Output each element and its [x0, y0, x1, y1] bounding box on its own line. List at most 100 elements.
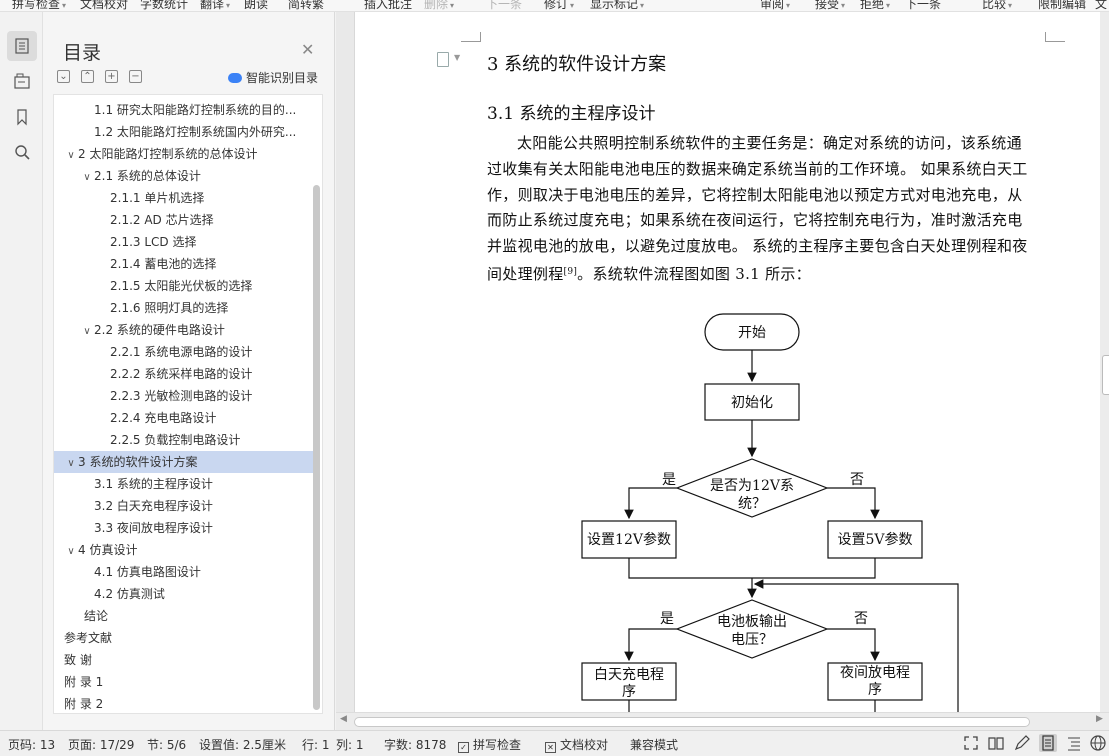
toc-item[interactable]: 2.1.1 单片机选择 [54, 187, 316, 209]
side-tab-handle[interactable] [1102, 355, 1109, 395]
flow-set5-text: 设置5V参数 [837, 531, 912, 548]
toolbar-button[interactable]: 限制编辑 [1038, 0, 1086, 11]
toc-item[interactable]: ∨2.1 系统的总体设计 [54, 165, 316, 187]
paragraph-text: 间处理例程 [487, 264, 564, 283]
toolbar-button[interactable]: 插入批注 [364, 0, 413, 11]
expand-toggle-icon[interactable]: ∨ [83, 172, 91, 183]
toc-item[interactable]: 附 录 2 [54, 693, 316, 713]
toc-scrollbar[interactable] [313, 185, 320, 710]
status-col[interactable]: 列: 1 [336, 738, 364, 752]
doccheck-button[interactable]: ✕文档校对 [545, 736, 608, 753]
toc-item[interactable]: 2.2.1 系统电源电路的设计 [54, 341, 316, 363]
page-view-icon[interactable] [1039, 734, 1057, 752]
toolbar-button[interactable]: 拒绝▾ [860, 0, 891, 11]
close-icon[interactable]: ✕ [301, 40, 315, 59]
status-page-code[interactable]: 页码: 13 [8, 738, 56, 752]
toolbar-button[interactable]: 修订▾ [544, 0, 574, 11]
expand-toggle-icon[interactable]: ∨ [67, 546, 75, 557]
toolbar-button[interactable]: 朗读 [244, 0, 268, 11]
status-setting[interactable]: 设置值: 2.5厘米 [199, 738, 286, 752]
crop-mark [1045, 32, 1065, 42]
toc-item[interactable]: 3.1 系统的主程序设计 [54, 473, 316, 495]
toc-item[interactable]: 致 谢 [54, 649, 316, 671]
toc-item[interactable]: 1.1 研究太阳能路灯控制系统的目的... [54, 99, 316, 121]
toolbar-button[interactable]: 文档校对 [80, 0, 129, 11]
toc-item-label: 4.2 仿真测试 [94, 587, 165, 601]
smart-toc-button[interactable]: 智能识别目录 [228, 69, 318, 86]
toc-item[interactable]: 2.1.5 太阳能光伏板的选择 [54, 275, 316, 297]
spellcheck-button[interactable]: ✓拼写检查 [458, 736, 521, 753]
citation[interactable]: [9] [563, 266, 578, 277]
expand-toggle-icon[interactable]: ∨ [67, 458, 75, 469]
web-view-icon[interactable] [1089, 734, 1107, 752]
toc-item-label: 2.2.3 光敏检测电路的设计 [110, 389, 253, 403]
pen-icon[interactable] [1013, 734, 1031, 752]
toolbar-button[interactable]: 翻译▾ [200, 0, 230, 11]
status-section[interactable]: 节: 5/6 [147, 738, 187, 752]
toolbar-button[interactable]: 下一条 [486, 0, 522, 11]
toolbar-button[interactable]: 字数统计 [140, 0, 188, 11]
document-page[interactable]: ▼ 3 系统的软件设计方案 3.1 系统的主程序设计 太阳能公共照明控制系统软件… [354, 12, 1100, 712]
toc-item[interactable]: 4.1 仿真电路图设计 [54, 561, 316, 583]
status-page[interactable]: 页面: 17/29 [68, 738, 135, 752]
toc-item[interactable]: 4.2 仿真测试 [54, 583, 316, 605]
toc-item[interactable]: 2.1.6 照明灯具的选择 [54, 297, 316, 319]
scroll-right-icon[interactable]: ▶ [1096, 714, 1103, 724]
toc-item[interactable]: 2.2.4 充电电路设计 [54, 407, 316, 429]
expand-toggle-icon[interactable]: ∨ [67, 150, 75, 161]
toolbar-button-label: 插入批注 [364, 0, 413, 11]
flow-set12-text: 设置12V参数 [587, 531, 671, 548]
toc-item[interactable]: 2.2.2 系统采样电路的设计 [54, 363, 316, 385]
bookmark-icon[interactable] [7, 102, 37, 132]
doc-check-icon: ✕ [545, 742, 556, 753]
toc-item[interactable]: ∨2 太阳能路灯控制系统的总体设计 [54, 143, 316, 165]
status-wordcount[interactable]: 字数: 8178 [384, 738, 447, 752]
read-mode-icon[interactable] [987, 734, 1005, 752]
outline-view-icon[interactable] [1065, 734, 1083, 752]
chevron-down-icon: ▾ [886, 1, 891, 10]
toc-item[interactable]: ∨3 系统的软件设计方案 [54, 451, 316, 473]
toolbar-button[interactable]: 接受▾ [815, 0, 845, 11]
chevron-down-icon[interactable]: ▼ [454, 53, 461, 62]
toolbar-button[interactable]: 比较▾ [982, 0, 1012, 11]
toc-item[interactable]: 3.2 白天充电程序设计 [54, 495, 316, 517]
flow-merge-line [628, 558, 876, 579]
toolbar-button[interactable]: 文 [1095, 0, 1108, 11]
toolbar-button[interactable]: 简转繁 [288, 0, 324, 11]
nav-pane-icon[interactable] [7, 66, 37, 96]
toolbar-button-label: 修订 [544, 0, 569, 11]
toc-item[interactable]: 2.1.2 AD 芯片选择 [54, 209, 316, 231]
toc-item[interactable]: 3.3 夜间放电程序设计 [54, 517, 316, 539]
status-row[interactable]: 行: 1 [302, 738, 330, 752]
toolbar-button[interactable]: 删除▾ [424, 0, 454, 11]
expand-toggle-icon[interactable]: ∨ [83, 326, 91, 337]
toc-item[interactable]: 2.1.3 LCD 选择 [54, 231, 316, 253]
toc-icon[interactable] [7, 31, 37, 61]
toc-item[interactable]: 2.1.4 蓄电池的选择 [54, 253, 316, 275]
toc-item[interactable]: 2.2.5 负载控制电路设计 [54, 429, 316, 451]
toc-item[interactable]: 1.2 太阳能路灯控制系统国内外研究... [54, 121, 316, 143]
document-icon[interactable] [437, 52, 449, 67]
toolbar-button[interactable]: 下一条 [905, 0, 941, 11]
toc-item[interactable]: 参考文献 [54, 627, 316, 649]
add-heading-icon[interactable]: + [105, 70, 118, 83]
toolbar-button[interactable]: 审阅▾ [760, 0, 790, 11]
toc-item[interactable]: ∨2.2 系统的硬件电路设计 [54, 319, 316, 341]
horizontal-scrollbar[interactable]: ◀ ▶ [336, 712, 1109, 730]
fullscreen-icon[interactable] [962, 734, 980, 752]
chevron-down-icon: ▾ [640, 1, 645, 10]
toc-item[interactable]: ∨4 仿真设计 [54, 539, 316, 561]
toolbar-button[interactable]: 显示标记▾ [590, 0, 645, 11]
expand-up-icon[interactable]: ⌃ [81, 70, 94, 83]
scroll-left-icon[interactable]: ◀ [340, 714, 347, 724]
collapse-all-icon[interactable]: ⌄ [57, 70, 70, 83]
horizontal-scroll-thumb[interactable] [354, 717, 1030, 727]
toc-item[interactable]: 附 录 1 [54, 671, 316, 693]
toolbar-button-label: 文 [1095, 0, 1108, 11]
toolbar-button[interactable]: 拼写检查▾ [12, 0, 66, 11]
toc-item[interactable]: 2.2.3 光敏检测电路的设计 [54, 385, 316, 407]
remove-heading-icon[interactable]: − [129, 70, 142, 83]
toolbar-button-label: 文档校对 [80, 0, 129, 11]
toc-item[interactable]: 结论 [54, 605, 316, 627]
search-icon[interactable] [7, 137, 37, 167]
